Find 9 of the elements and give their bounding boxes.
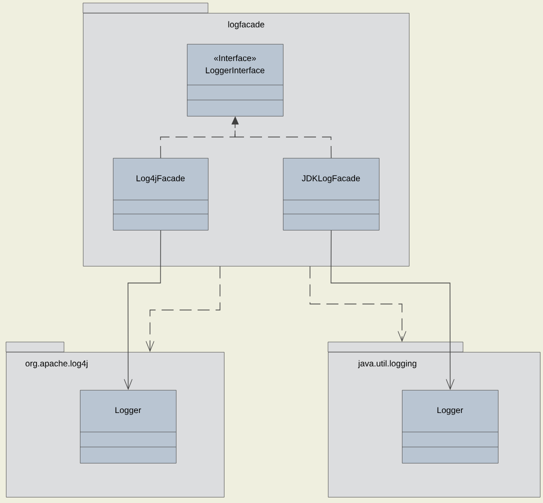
class-box: Logger [80, 390, 176, 464]
dependency-arrow [310, 266, 406, 342]
class-box: JDKLogFacade [282, 158, 380, 230]
dependency-arrow [124, 230, 162, 390]
dependency-arrow [146, 266, 220, 352]
class-box: Logger [402, 390, 498, 464]
class-box: Log4jFacade [112, 158, 208, 230]
class-box: «Interface» LoggerInterface [186, 44, 284, 116]
dependency-arrow [330, 230, 454, 390]
